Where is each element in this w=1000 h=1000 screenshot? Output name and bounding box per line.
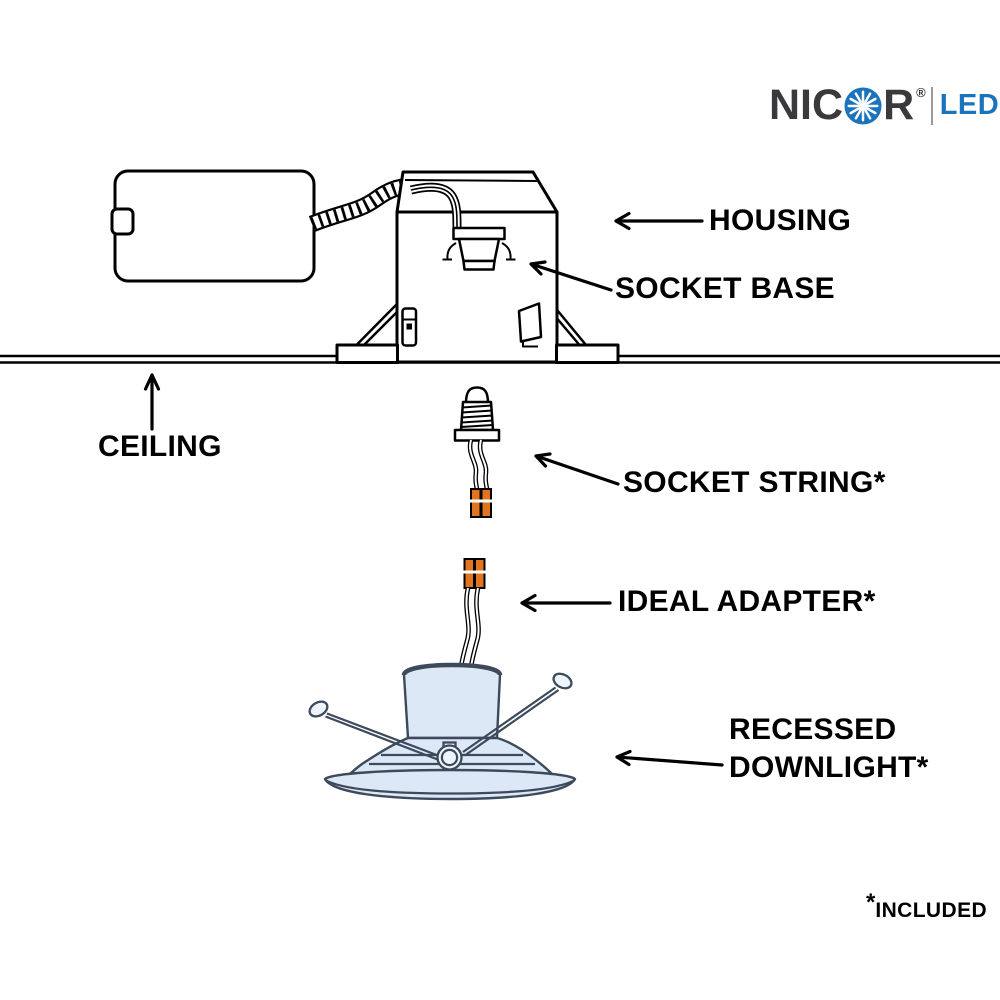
housing-label: HOUSING	[709, 204, 852, 237]
nicor-starburst-icon	[844, 86, 882, 125]
recessed-downlight-label-line1: RECESSED	[729, 713, 897, 746]
brand-prefix: NIC	[769, 81, 844, 129]
footnote-asterisk: *	[866, 889, 876, 916]
sub-brand: LED	[939, 89, 1000, 121]
recessed-downlight-arrow	[615, 749, 724, 767]
logo-divider	[930, 86, 933, 125]
included-footnote: *INCLUDED	[866, 889, 987, 923]
torsion-spring-right	[462, 672, 573, 756]
socket-base-drawing	[442, 226, 516, 271]
ceiling-arrow	[143, 373, 161, 431]
socket-base-arrow	[529, 260, 613, 292]
housing-arrow	[614, 211, 704, 231]
ideal-adapter-label: IDEAL ADAPTER*	[618, 585, 876, 618]
footnote-text: INCLUDED	[875, 899, 988, 922]
registered-trademark: ®	[916, 85, 926, 100]
wire-connectors-icon	[470, 488, 492, 518]
ideal-adapter-arrow	[520, 593, 612, 613]
socket-base-label: SOCKET BASE	[615, 272, 835, 305]
callout-arrows	[143, 211, 724, 767]
torsion-spring-left	[308, 700, 443, 762]
ceiling-label: CEILING	[98, 430, 222, 463]
wire-connectors-icon	[463, 558, 486, 589]
recessed-downlight-drawing	[308, 662, 577, 801]
socket-string-label: SOCKET STRING*	[623, 466, 886, 499]
housing-drawing	[335, 170, 620, 364]
ideal-adapter-drawing	[461, 558, 486, 667]
brand-suffix: R	[883, 81, 915, 129]
brand-name: NIC R ®	[769, 84, 926, 127]
junction-box-drawing	[110, 169, 316, 283]
recessed-downlight-label: RECESSED DOWNLIGHT*	[729, 711, 929, 787]
recessed-downlight-label-line2: DOWNLIGHT*	[729, 751, 929, 784]
socket-string-drawing	[453, 386, 501, 518]
nicor-led-logo: NIC R ® LED	[769, 84, 999, 127]
socket-string-arrow	[534, 452, 620, 486]
